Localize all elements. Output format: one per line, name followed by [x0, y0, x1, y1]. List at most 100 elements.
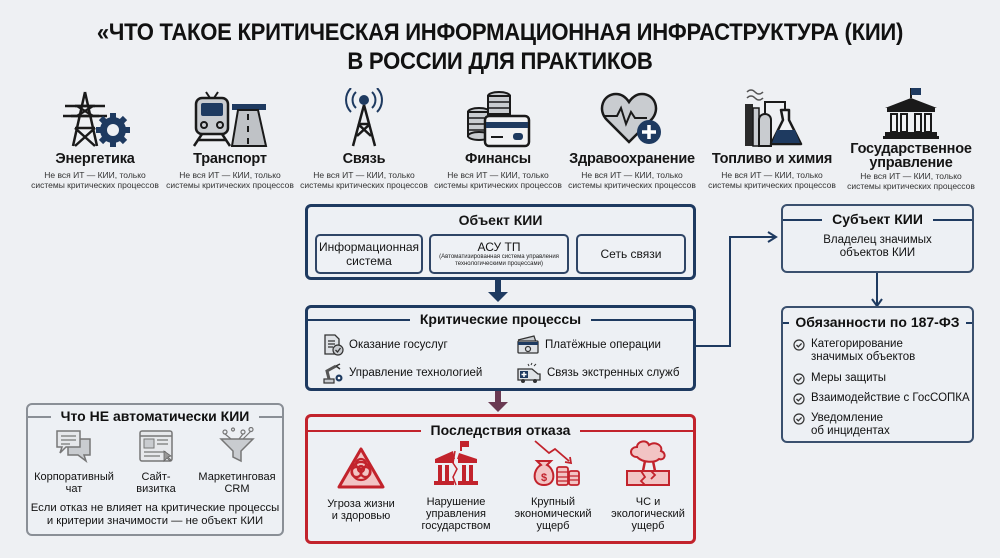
industry-name: Здравоохранение [569, 151, 695, 167]
duty-label: Меры защиты [811, 372, 887, 384]
subject-kii-title-text: Субъект КИИ [822, 211, 933, 227]
not-kii-line: CRM [224, 483, 250, 495]
not-kii-line: Корпоративный [34, 471, 114, 483]
duty-label: Категорирование значимых объектов [811, 338, 915, 364]
ambulance-icon [517, 362, 541, 383]
process-item: Оказание госуслуг [322, 334, 448, 356]
title-line-1: «ЧТО ТАКОЕ КРИТИЧЕСКАЯ ИНФОРМАЦИОННАЯ ИН… [96, 19, 904, 46]
not-kii-item: Корпоративный чат [34, 429, 114, 495]
antenna-tower-icon [289, 84, 439, 148]
page-title: «ЧТО ТАКОЕ КРИТИЧЕСКАЯ ИНФОРМАЦИОННАЯ ИН… [40, 18, 960, 76]
object-kii-box: Объект КИИ Информационная система АСУ ТП… [305, 204, 696, 280]
consequence-label: ЧС и экологический ущерб [598, 496, 698, 532]
not-kii-label: Сайт- визитка [116, 471, 196, 495]
industry-name: Государственное управление [836, 141, 986, 171]
consequence-line: ЧС и [635, 496, 661, 508]
duty-label: Взаимодействие с ГосСОПКА [811, 392, 970, 404]
industry-note-line: системы критических процессов [434, 180, 562, 190]
consequences-title-text: Последствия отказа [420, 422, 581, 438]
arrow-processes-to-subject [694, 231, 778, 347]
consequence-line: государством [421, 520, 491, 532]
payment-cash-icon [517, 335, 539, 354]
consequences-title: Последствия отказа [308, 422, 693, 438]
industry-name: Топливо и химия [711, 151, 833, 167]
object-item-asu-tp: АСУ ТП (Автоматизированная система управ… [429, 234, 569, 274]
not-kii-item: Сайт- визитка [116, 429, 196, 495]
critical-processes-title-text: Критические процессы [409, 311, 592, 327]
duty-line: Уведомление [811, 412, 884, 424]
industry-note-line: системы критических процессов [31, 180, 159, 190]
duty-label: Уведомление об инцидентах [811, 412, 890, 438]
industry-note: Не вся ИТ — КИИ, только системы критичес… [289, 170, 439, 190]
object-item-title: АСУ ТП [477, 240, 521, 254]
train-road-icon [155, 84, 305, 148]
not-kii-box: Что НЕ автоматически КИИ Корпоративный ч… [26, 403, 284, 536]
industry-note: Не вся ИТ — КИИ, только системы критичес… [20, 170, 170, 190]
consequence-line: Нарушение [426, 496, 486, 508]
not-kii-title-text: Что НЕ автоматически КИИ [50, 408, 260, 424]
heart-pulse-plus-icon [557, 84, 707, 148]
subject-kii-line: объектов КИИ [839, 247, 916, 259]
consequence-line: ущерб [536, 520, 570, 532]
industry-note: Не вся ИТ — КИИ, только системы критичес… [423, 170, 573, 190]
industry-name-line: Государственное [850, 141, 972, 157]
critical-processes-box: Критические процессы Оказание госуслуг П… [305, 305, 696, 391]
consequence-line: Угроза жизни [327, 498, 395, 510]
duty-item: Меры защиты [793, 372, 886, 385]
object-item-line: система [346, 254, 392, 268]
factory-flask-icon [697, 84, 847, 148]
duty-item: Уведомление об инцидентах [793, 412, 890, 438]
money-loss-icon: $ [533, 440, 580, 487]
industry-government: Государственное управление Не вся ИТ — К… [836, 84, 986, 191]
process-label: Платёжные операции [545, 339, 661, 351]
industry-transport: Транспорт Не вся ИТ — КИИ, только систем… [155, 84, 305, 190]
funnel-icon [219, 426, 255, 463]
consequence-label: Крупный экономический ущерб [503, 496, 603, 532]
not-kii-label: Маркетинговая CRM [194, 471, 280, 495]
svg-text:$: $ [541, 472, 547, 484]
industry-name: Связь [342, 151, 386, 167]
object-item-line: Информационная [318, 240, 420, 254]
consequence-label: Нарушение управления государством [406, 496, 506, 532]
industry-name: Энергетика [55, 151, 135, 167]
coins-card-icon [423, 84, 573, 148]
duty-line: значимых объектов [811, 351, 916, 363]
industry-finance: Финансы Не вся ИТ — КИИ, только системы … [423, 84, 573, 190]
government-building-icon [836, 84, 986, 140]
industry-note: Не вся ИТ — КИИ, только системы критичес… [836, 171, 986, 191]
document-check-icon [324, 334, 344, 356]
industry-energy: Энергетика Не вся ИТ — КИИ, только систе… [20, 84, 170, 190]
check-circle-icon [793, 413, 805, 425]
duties-title: Обязанности по 187-ФЗ [783, 314, 972, 330]
consequence-label: Угроза жизни и здоровью [311, 498, 411, 522]
title-line-2: В РОССИИ ДЛЯ ПРАКТИКОВ [347, 48, 653, 75]
object-kii-title: Объект КИИ [458, 212, 543, 228]
process-label: Связь экстренных служб [547, 367, 680, 379]
subject-kii-title: Субъект КИИ [783, 211, 972, 227]
website-icon [139, 430, 173, 462]
process-item: Связь экстренных служб [516, 362, 679, 384]
check-circle-icon [793, 373, 805, 385]
not-kii-label: Корпоративный чат [34, 471, 114, 495]
industry-name-line: управление [869, 155, 953, 171]
industry-note-line: системы критических процессов [568, 180, 696, 190]
power-tower-gear-icon [20, 84, 170, 148]
industry-note-line: Не вся ИТ — КИИ, только [721, 170, 823, 180]
not-kii-item: Маркетинговая CRM [194, 426, 280, 495]
check-circle-icon [793, 393, 805, 405]
explosion-icon [626, 440, 670, 486]
not-kii-note: Если отказ не влияет на критические проц… [28, 502, 282, 528]
consequence-line: экономический [514, 508, 592, 520]
industry-note: Не вся ИТ — КИИ, только системы критичес… [697, 170, 847, 190]
consequence-line: экологический [611, 508, 685, 520]
object-item-subtitle: технологическими процессами) [455, 261, 543, 267]
industry-note-line: Не вся ИТ — КИИ, только [44, 170, 146, 180]
not-kii-line: визитка [136, 483, 176, 495]
process-item: Управление технологией [322, 362, 482, 384]
process-label: Управление технологией [349, 367, 483, 379]
not-kii-line: Маркетинговая [198, 471, 276, 483]
duty-line: Категорирование [811, 338, 903, 350]
object-item-information-system: Информационная система [315, 234, 423, 274]
industry-note-line: Не вся ИТ — КИИ, только [581, 170, 683, 180]
not-kii-note-line: Если отказ не влияет на критические проц… [30, 502, 280, 514]
